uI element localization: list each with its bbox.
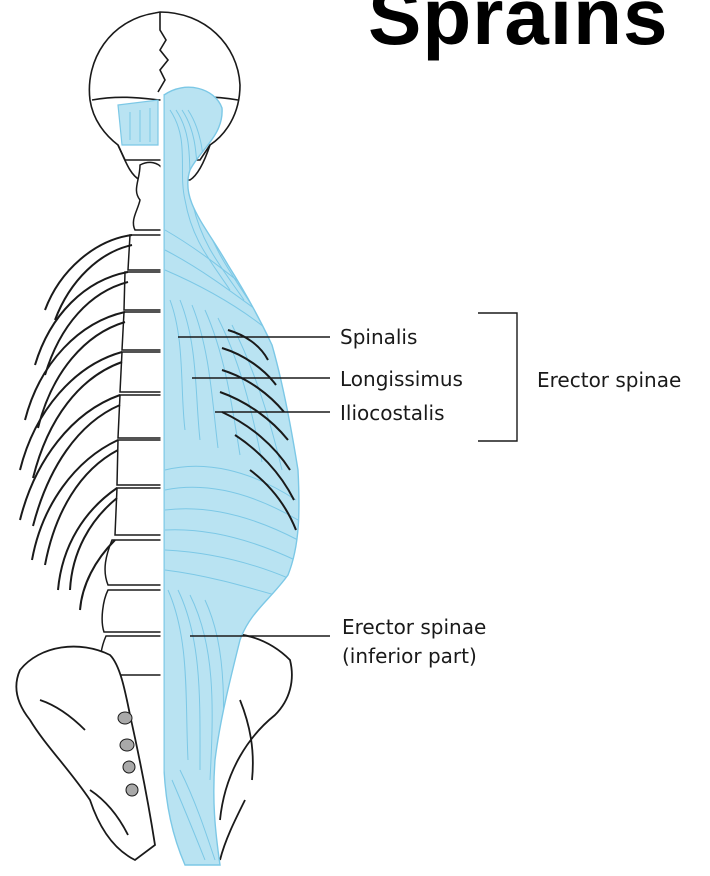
erector-spinae-bracket [478,313,517,441]
vertebral-column [100,162,162,675]
page-title: Sprains [368,0,668,62]
spinalis-label: Spinalis [340,325,417,349]
pelvis-left [16,647,155,860]
longissimus-label: Longissimus [340,367,463,391]
erector-spinae-group-label: Erector spinae [537,368,681,392]
erector-spinae-inferior-label-line1: Erector spinae [342,615,486,639]
erector-spinae-inferior-label-line2: (inferior part) [342,644,477,668]
iliocostalis-label: Iliocostalis [340,401,445,425]
